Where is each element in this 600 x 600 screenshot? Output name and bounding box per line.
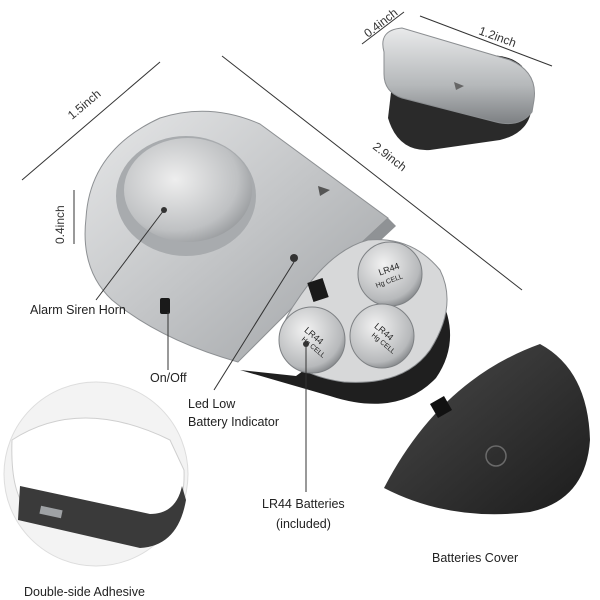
on-off-switch[interactable]	[160, 298, 170, 314]
siren-horn	[124, 138, 252, 242]
led-indicator	[290, 254, 298, 262]
cover-callout: Batteries Cover	[432, 551, 518, 565]
led-callout-line1: Led Low	[188, 397, 236, 411]
battery-cover-body	[384, 344, 590, 515]
siren-callout-dot	[161, 207, 167, 213]
battery-3: LR44 Hg CELL	[349, 303, 415, 369]
alignment-arrow-icon	[454, 82, 464, 90]
batteries-callout-dot	[303, 341, 309, 347]
batteries-callout-line2: (included)	[276, 517, 331, 531]
main-length-label: 2.9inch	[370, 139, 409, 174]
adhesive-edge	[18, 486, 186, 548]
shell-arrow-icon	[318, 186, 330, 196]
main-dimension-lines	[21, 55, 523, 291]
magnet-dimension-lines	[361, 11, 553, 67]
magnet-length-label: 1.2inch	[477, 24, 518, 50]
magnet-bar-body	[382, 27, 535, 125]
adhesive-callout: Double-side Adhesive	[24, 585, 145, 599]
battery-1: LR44 Hg CELL	[357, 241, 423, 307]
battery-contact	[307, 278, 329, 302]
battery-cover-tab	[430, 396, 452, 418]
switch-callout: On/Off	[150, 371, 187, 385]
callout-lines	[95, 209, 307, 492]
siren-callout: Alarm Siren Horn	[30, 303, 126, 317]
battery-2: LR44 Hg CELL	[278, 306, 346, 374]
battery-cell	[278, 306, 346, 374]
battery-cell	[349, 303, 415, 369]
led-callout-line2: Battery Indicator	[188, 415, 279, 429]
battery-cover	[384, 344, 590, 515]
main-width-label: 1.5inch	[65, 87, 104, 123]
main-thickness-label: 0.4inch	[53, 205, 67, 244]
adhesive-closeup	[3, 381, 189, 567]
battery-cover-mark	[485, 445, 507, 467]
batteries-callout-line1: LR44 Batteries	[262, 497, 345, 511]
magnet-bar	[382, 27, 535, 151]
adhesive-tab	[39, 505, 63, 519]
